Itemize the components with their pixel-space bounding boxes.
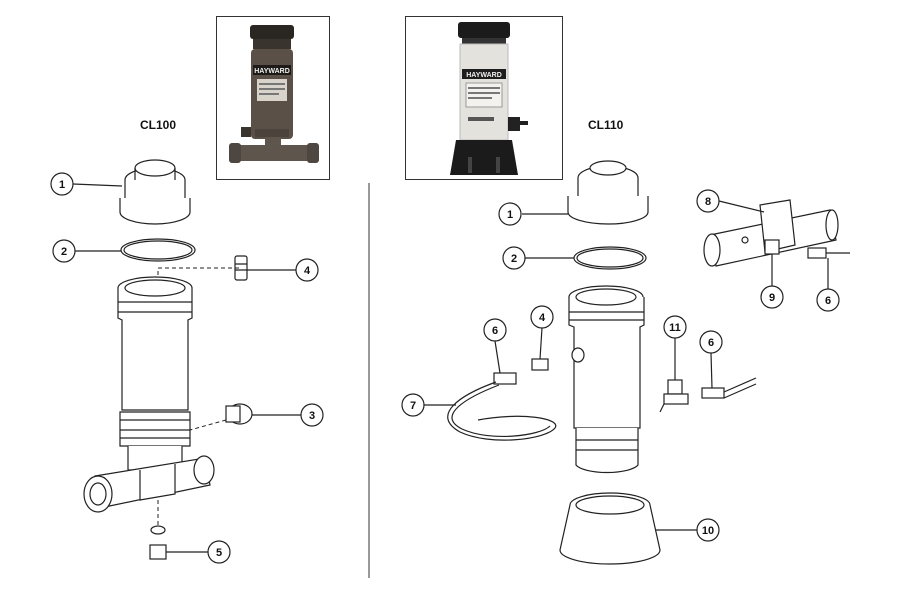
callout-4-right: 4 [530, 305, 554, 360]
callout-9-right: 9 [760, 254, 784, 309]
svg-text:3: 3 [309, 410, 315, 422]
svg-text:7: 7 [410, 400, 416, 412]
callout-2-right: 2 [502, 246, 574, 270]
model-label-cl100: CL100 [140, 118, 177, 132]
svg-text:11: 11 [669, 322, 681, 334]
svg-text:9: 9 [769, 292, 775, 304]
photo-brand-label: HAYWARD [466, 72, 502, 79]
svg-text:1: 1 [59, 179, 65, 191]
part-fitting-6-top-right [807, 247, 850, 259]
callout-10-right: 10 [655, 518, 720, 542]
callout-6-mid-right: 6 [699, 330, 723, 389]
part-oring-left [120, 238, 196, 262]
part-body-right [568, 285, 645, 474]
svg-text:8: 8 [705, 196, 711, 208]
svg-text:4: 4 [304, 265, 311, 277]
part-tee-base-left [83, 455, 215, 513]
callout-1-right: 1 [498, 202, 568, 226]
callout-3-left: 3 [252, 403, 324, 427]
part-body-left [117, 276, 193, 471]
svg-text:6: 6 [708, 337, 714, 349]
photo-cl110-chlorinator: HAYWARD [405, 16, 563, 180]
part-oring-right [573, 246, 647, 270]
svg-text:4: 4 [539, 312, 546, 324]
callout-4-left: 4 [247, 258, 319, 282]
callout-5-left: 5 [166, 540, 231, 564]
svg-text:6: 6 [492, 325, 498, 337]
part-fitting-6-left-right [493, 372, 517, 385]
part-inline-tee-8-right [703, 199, 839, 267]
part-valve-11-right [659, 379, 689, 413]
part-fitting-6-mid-right [701, 377, 757, 399]
svg-text:10: 10 [702, 525, 714, 537]
callout-7-right: 7 [401, 393, 456, 417]
svg-text:1: 1 [507, 209, 513, 221]
part-saddle-9-right [764, 239, 780, 255]
part-cap-left [119, 159, 191, 225]
model-label-cl110: CL110 [588, 118, 624, 132]
callout-6-topright: 6 [816, 258, 840, 312]
svg-text:2: 2 [511, 253, 517, 265]
part-cap-right [567, 160, 649, 225]
callout-11-right: 11 [663, 315, 687, 380]
callout-8-right: 8 [696, 189, 765, 213]
callout-1-left: 1 [50, 172, 123, 196]
svg-text:5: 5 [216, 547, 222, 559]
part-drain-plug-5-left [149, 525, 167, 560]
photo-brand-label: HAYWARD [254, 68, 290, 75]
svg-text:2: 2 [61, 246, 67, 258]
photo-cl100-chlorinator: HAYWARD [216, 16, 330, 180]
svg-text:6: 6 [825, 295, 831, 307]
callout-6-left-right: 6 [483, 318, 507, 374]
part-base-10-right [559, 492, 661, 565]
callout-2-left: 2 [52, 239, 121, 263]
part-valve-3-left [225, 403, 253, 425]
part-fitting-4-right [531, 358, 549, 371]
